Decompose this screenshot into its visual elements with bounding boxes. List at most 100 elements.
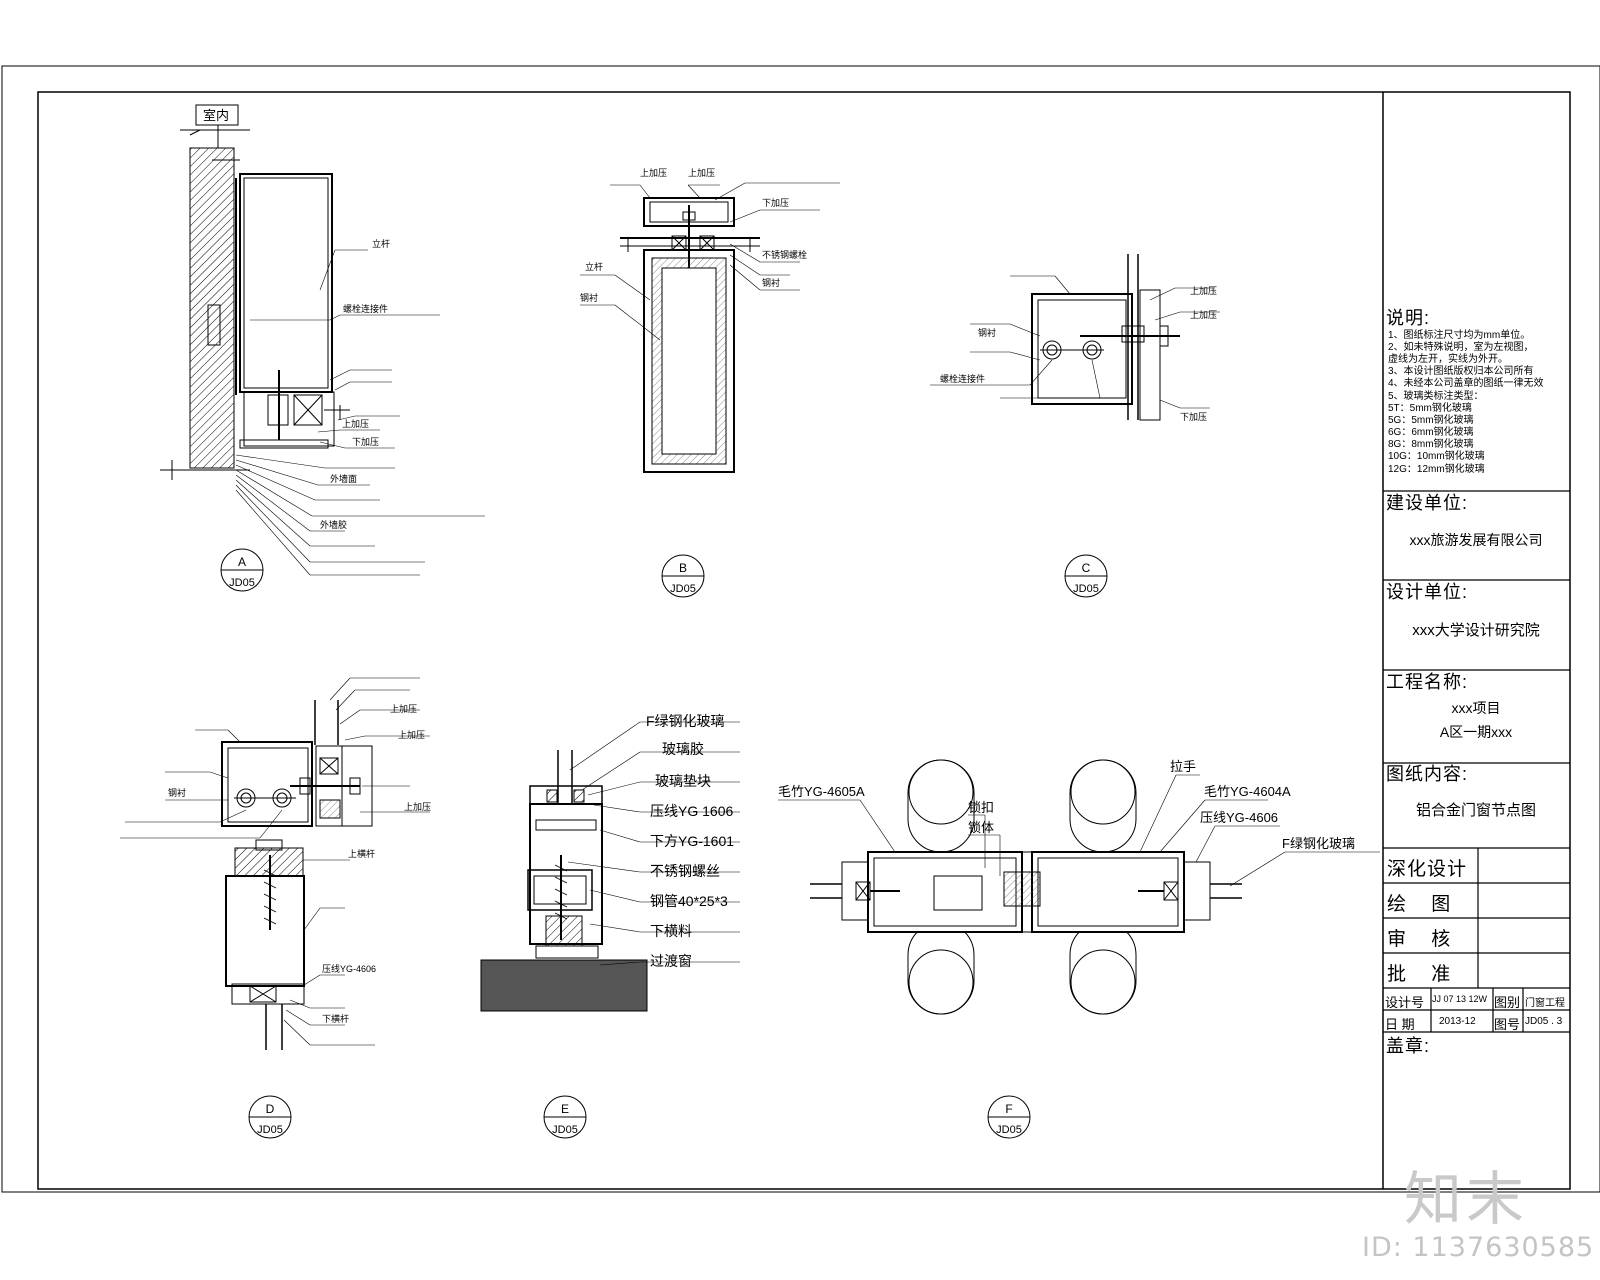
indoor-tag: 室内	[203, 108, 229, 123]
detail-a-bubble-ref: JD05	[229, 577, 255, 589]
detail-a-bubble-letter: A	[238, 555, 246, 569]
detail-e-label-4: 压线YG 1606	[650, 803, 733, 819]
detail-a-label-4: 下加压	[352, 437, 379, 447]
note-line-11: 10G：10mm钢化玻璃	[1388, 451, 1485, 463]
designer-value: xxx大学设计研究院	[1412, 622, 1540, 639]
detail-f-labels: 毛竹YG-4605A 锁扣 锁体 拉手 毛竹YG-4604A 压线YG-4606…	[778, 759, 1355, 851]
project-value-2: A区一期xxx	[1439, 724, 1513, 740]
notes-section: 说明: 1、图纸标注尺寸均为mm单位。 2、如未特殊说明，室为左视图， 虚线为左…	[1383, 308, 1569, 478]
watermark-logo: 知末	[1404, 1165, 1529, 1233]
detail-d-bubble-ref: JD05	[257, 1124, 283, 1136]
detail-a-label-5: 外墙面	[330, 473, 357, 484]
detail-e-label-7: 钢管40*25*3	[650, 893, 728, 909]
watermark-id: ID: 1137630585	[1362, 1232, 1595, 1263]
detail-e-label-9: 过渡窗	[650, 953, 692, 969]
detail-b-label-3: 下加压	[762, 198, 789, 208]
detail-f-handle: 拉手	[1170, 759, 1196, 774]
design-no-label: 设计号	[1385, 995, 1425, 1010]
note-line-4: 3、本设计图纸版权归本公司所有	[1388, 366, 1534, 378]
detail-b-bubble: B JD05	[661, 554, 705, 598]
detail-a-labels: 室内 立杆 螺栓连接件 上加压 下加压 外墙面 外墙胶	[203, 108, 390, 530]
note-line-9: 6G：6mm钢化玻璃	[1388, 427, 1474, 439]
detail-e-label-2: 玻璃胶	[662, 741, 704, 757]
seal-label: 盖章:	[1386, 1036, 1431, 1056]
detail-b-label-4: 立杆	[585, 261, 603, 272]
detail-f-bubble-letter: F	[1005, 1102, 1012, 1116]
note-line-7: 5T：5mm钢化玻璃	[1388, 402, 1472, 414]
detail-c-label-4: 螺栓连接件	[940, 373, 985, 384]
detail-b-bubble-ref: JD05	[670, 583, 696, 595]
detail-a-bubble: A JD05	[220, 548, 264, 592]
design-no-value: JJ 07 13 12W	[1432, 994, 1488, 1004]
detail-b-labels: 上加压 上加压 下加压 立杆 钢衬 不锈钢螺栓 钢衬	[580, 168, 807, 303]
detail-f-pressure-line: 压线YG-4606	[1200, 810, 1278, 825]
detail-f-bubble: F JD05	[987, 1095, 1031, 1139]
note-line-5: 4、未经本公司盖章的图纸一律无效	[1388, 378, 1544, 390]
project-value-1: xxx项目	[1451, 700, 1501, 716]
detail-b-label-6: 不锈钢螺栓	[762, 249, 807, 260]
detail-f-glass: F绿钢化玻璃	[1282, 836, 1355, 851]
sign-row-review-label: 审 核	[1387, 929, 1461, 950]
drawing-frame	[37, 91, 1571, 1190]
detail-a-label-2: 螺栓连接件	[343, 303, 388, 314]
note-line-1: 1、图纸标注尺寸均为mm单位。	[1388, 329, 1531, 341]
notes-list: 1、图纸标注尺寸均为mm单位。 2、如未特殊说明，室为左视图， 虚线为左开，实线…	[1383, 330, 1569, 476]
title-block-grid	[1383, 490, 1570, 1033]
detail-b-label-5: 钢衬	[580, 292, 598, 303]
sign-row-detailing: 深化设计	[1383, 848, 1569, 883]
detail-e-bubble-ref: JD05	[552, 1124, 578, 1136]
detail-a-label-3: 上加压	[342, 419, 369, 429]
client-value: xxx旅游发展有限公司	[1409, 532, 1543, 548]
detail-c-label-5: 下加压	[1180, 412, 1207, 422]
note-line-10: 8G：8mm钢化玻璃	[1388, 439, 1474, 451]
notes-heading: 说明:	[1386, 308, 1431, 328]
category-label: 图别	[1494, 995, 1521, 1010]
detail-b-label-7: 钢衬	[762, 277, 780, 288]
detail-d-label-1: 上加压	[390, 704, 417, 714]
sign-row-approve: 批 准	[1383, 953, 1569, 988]
detail-e-label-6: 不锈钢螺丝	[650, 863, 720, 879]
sheet-outer-border	[1, 65, 1600, 1193]
detail-b	[580, 182, 840, 473]
detail-e-labels: F绿钢化玻璃 玻璃胶 玻璃垫块 压线YG 1606 下方YG-1601 不锈钢螺…	[646, 713, 734, 969]
detail-d-bubble-letter: D	[266, 1102, 275, 1116]
detail-b-label-1: 上加压	[640, 168, 667, 178]
sign-row-drawing: 绘 图	[1383, 883, 1569, 918]
note-line-8: 5G：5mm钢化玻璃	[1388, 414, 1474, 426]
detail-d-label-6: 压线YG-4606	[322, 963, 376, 974]
project-label: 工程名称:	[1386, 672, 1469, 692]
detail-a-label-1: 立杆	[372, 238, 390, 249]
detail-a	[160, 104, 485, 576]
detail-e-bubble: E JD05	[543, 1095, 587, 1139]
detail-e	[480, 721, 740, 1012]
date-label: 日 期	[1385, 1017, 1415, 1032]
detail-d-bubble: D JD05	[248, 1095, 292, 1139]
sheet-label: 图号	[1494, 1017, 1521, 1032]
sheet-value: JD05 . 3	[1525, 1016, 1563, 1027]
detail-e-label-1: F绿钢化玻璃	[646, 713, 725, 729]
detail-c-label-3: 钢衬	[978, 327, 996, 338]
detail-c-label-2: 上加压	[1190, 310, 1217, 320]
detail-f-bubble-ref: JD05	[996, 1124, 1022, 1136]
content-value: 铝合金门窗节点图	[1415, 802, 1536, 819]
detail-b-bubble-letter: B	[679, 561, 687, 575]
detail-c-bubble-letter: C	[1082, 561, 1091, 575]
note-line-2: 2、如未特殊说明，室为左视图，	[1388, 341, 1534, 353]
detail-e-label-3: 玻璃垫块	[655, 773, 711, 789]
note-line-12: 12G：12mm钢化玻璃	[1388, 463, 1485, 475]
detail-f-left-profile: 毛竹YG-4605A	[778, 784, 865, 799]
sign-row-detailing-label: 深化设计	[1387, 859, 1468, 880]
detail-c-bubble: C JD05	[1064, 554, 1108, 598]
sign-row-review: 审 核	[1383, 918, 1569, 953]
date-value: 2013-12	[1439, 1016, 1476, 1027]
category-value: 门窗工程	[1525, 998, 1565, 1009]
detail-d-labels: 上加压 上加压 上加压 钢衬 上横杆 压线YG-4606 下横杆	[168, 704, 431, 1024]
detail-f-lock: 锁扣	[968, 800, 994, 815]
detail-f	[778, 759, 1380, 1015]
detail-c	[930, 254, 1220, 421]
detail-d-label-7: 下横杆	[322, 1013, 349, 1024]
detail-d-label-2: 上加压	[398, 730, 425, 740]
detail-e-bubble-letter: E	[561, 1102, 569, 1116]
detail-d-label-5: 上横杆	[348, 848, 375, 859]
